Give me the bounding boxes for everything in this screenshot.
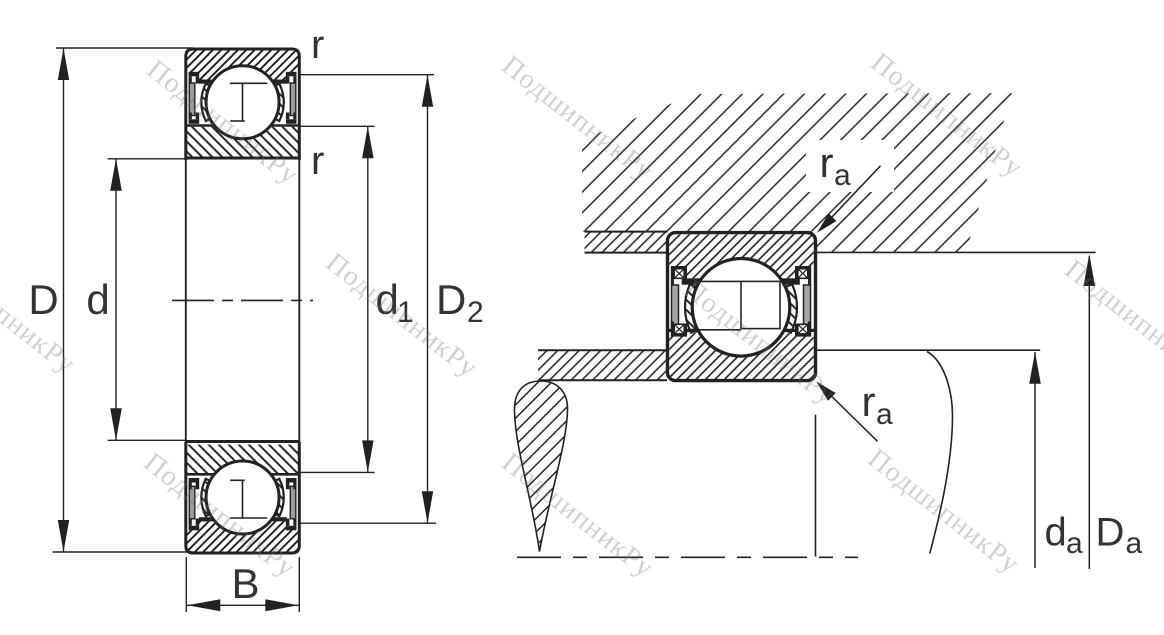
svg-text:1: 1 — [397, 296, 414, 329]
svg-text:D: D — [28, 276, 58, 323]
svg-text:2: 2 — [467, 296, 484, 329]
svg-text:d: d — [376, 276, 399, 323]
svg-text:d: d — [86, 276, 109, 323]
svg-text:a: a — [834, 159, 851, 192]
svg-text:r: r — [311, 139, 324, 183]
svg-text:B: B — [231, 560, 259, 607]
svg-text:a: a — [1066, 527, 1083, 560]
svg-text:a: a — [1126, 527, 1143, 560]
svg-text:D: D — [1096, 511, 1125, 555]
svg-text:a: a — [876, 398, 893, 431]
svg-text:r: r — [820, 139, 834, 186]
svg-text:D: D — [436, 276, 466, 323]
svg-text:r: r — [862, 378, 876, 425]
svg-text:r: r — [311, 23, 324, 67]
svg-text:d: d — [1045, 511, 1067, 555]
